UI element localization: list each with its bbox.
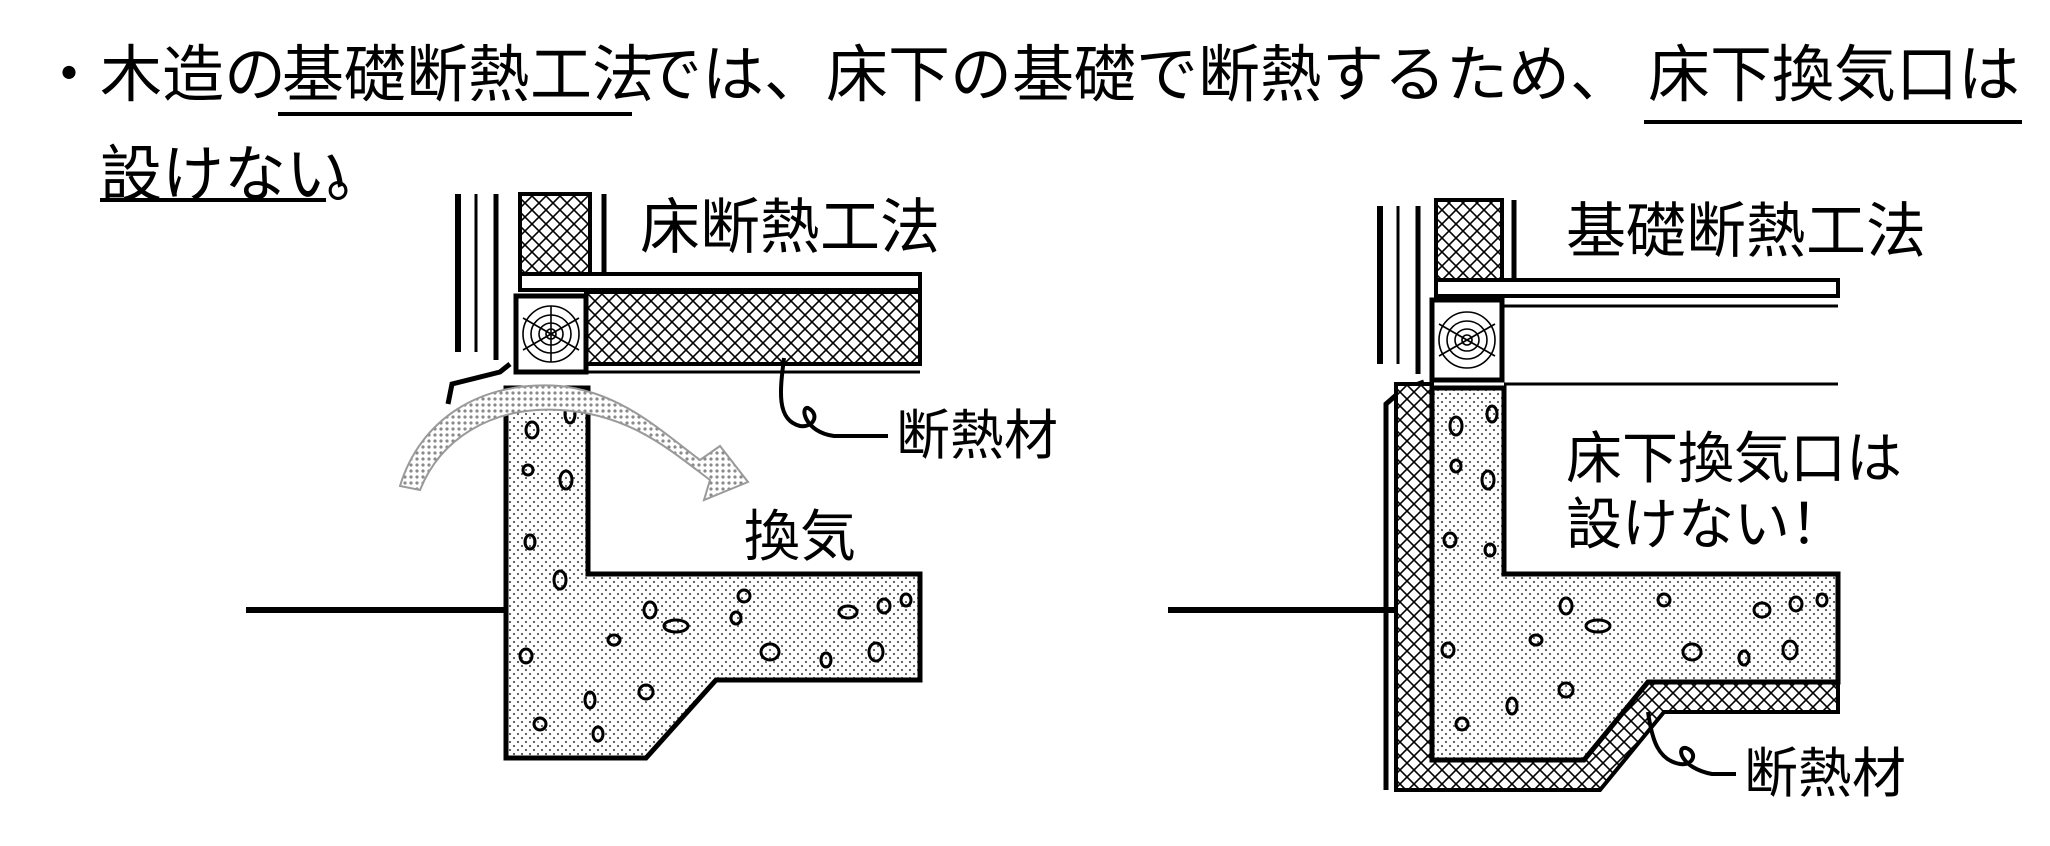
left-foundation <box>503 385 923 761</box>
left-airflow-arrow <box>398 384 750 502</box>
statement-term: 基礎断熱工法 <box>282 38 654 111</box>
right-foundation <box>1429 385 1841 763</box>
left-floor-board <box>518 272 922 292</box>
right-floor-board <box>1434 278 1840 298</box>
right-note-line1: 床下換気口は <box>1566 427 1902 492</box>
left-diagram: 床断熱工法 <box>246 192 1058 761</box>
left-sill-wood-rings <box>522 305 580 363</box>
right-wall-insulation <box>1434 198 1504 284</box>
left-insulation-leader <box>778 357 888 438</box>
statement-bullet: ・ <box>38 38 100 111</box>
left-title: 床断熱工法 <box>640 193 940 263</box>
left-floor-insulation <box>584 290 922 366</box>
right-insulation-leader <box>1646 711 1736 776</box>
left-airflow-label: 換気 <box>744 505 856 570</box>
statement-part1: 木造の <box>100 38 286 111</box>
right-title: 基礎断熱工法 <box>1566 197 1926 267</box>
right-insulation-label: 断熱材 <box>1744 742 1906 805</box>
left-aggregate <box>518 403 913 743</box>
left-insulation-label: 断熱材 <box>896 404 1058 467</box>
statement-part2: では、床下の基礎で断熱するため、 <box>640 38 1632 111</box>
statement-end-mark: 。 <box>326 138 388 211</box>
right-aggregate <box>1440 404 1829 732</box>
left-flashing <box>445 362 512 405</box>
left-wall-insulation <box>518 192 592 276</box>
right-note-line2: 設けない！ <box>1566 493 1846 558</box>
right-sill-wood-rings <box>1438 311 1496 369</box>
statement-conclusion-a: 床下換気口は <box>1648 38 2020 111</box>
statement: ・ 木造の 基礎断熱工法 では、床下の基礎で断熱するため、 床下換気口は 設けな… <box>38 38 2022 211</box>
right-diagram: 基礎断熱工法 <box>1168 197 1926 805</box>
